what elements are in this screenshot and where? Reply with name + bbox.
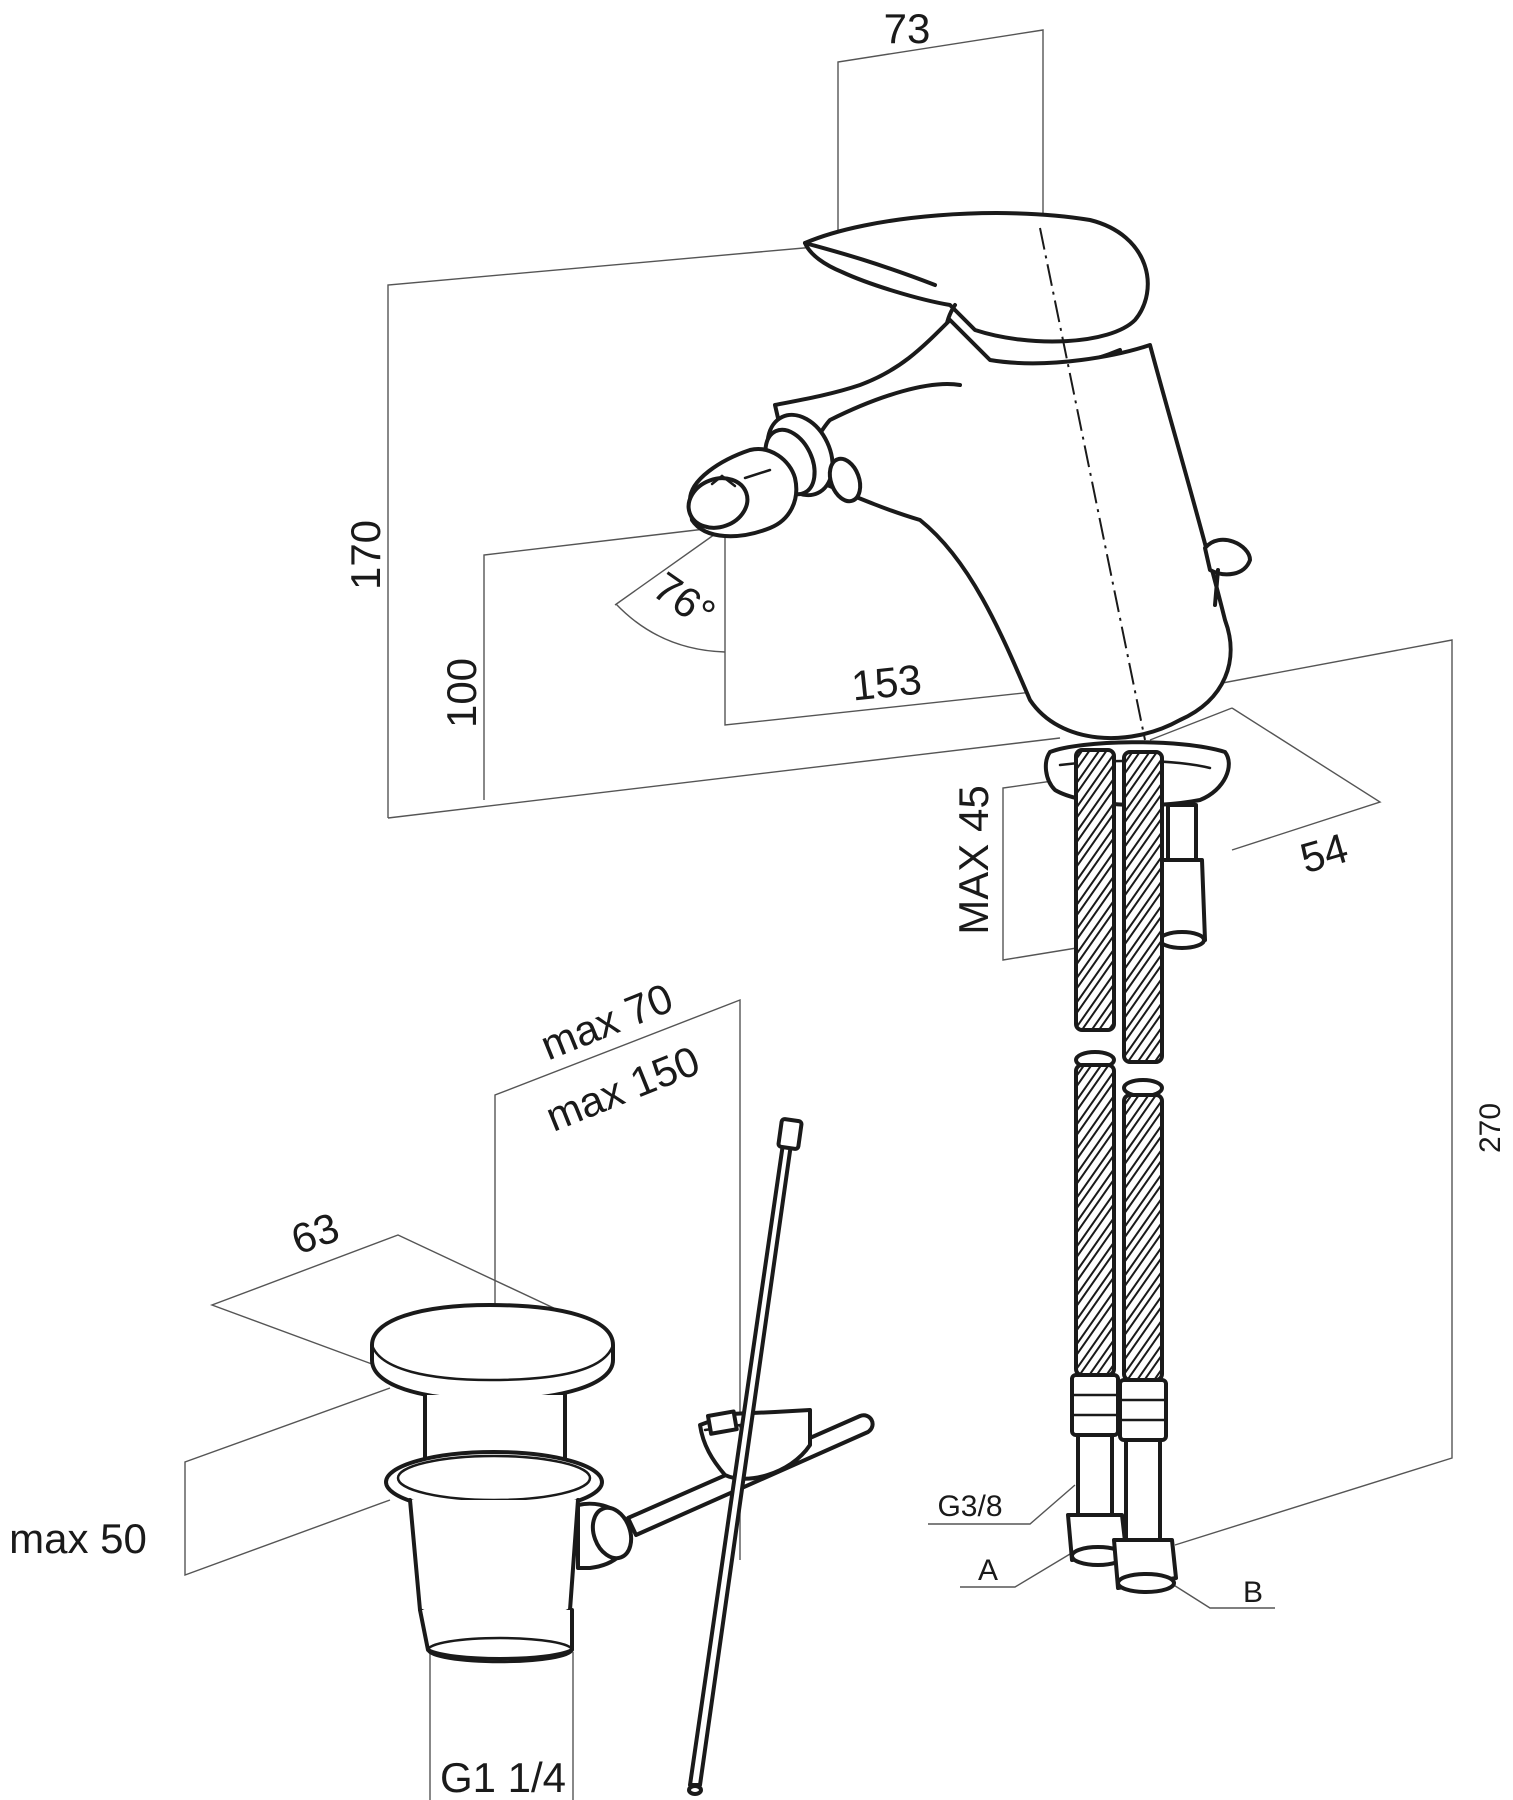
dim-270: 270 [1474,1103,1507,1153]
dim-max-45: MAX 45 [950,785,997,934]
dim-100: 100 [438,658,485,728]
mixer-body [773,318,1233,741]
fitting-a [1066,1373,1128,1567]
hose-b-lower [1122,1093,1164,1382]
label-a: A [978,1554,998,1587]
mixer-lever [803,211,1150,344]
waste-dimension-lines [184,998,741,1800]
hose-b-upper [1122,750,1164,1064]
waste-body [408,1498,580,1624]
pop-up-waste [370,1117,875,1796]
dim-g1-1-4: G1 1/4 [440,1754,566,1800]
flexible-hoses [1066,748,1178,1594]
hose-a-lower [1074,1063,1116,1377]
dim-170: 170 [342,520,389,590]
label-b: B [1243,1576,1263,1609]
dim-73: 73 [884,5,931,52]
fitting-b [1112,1378,1178,1594]
dim-153: 153 [849,656,924,710]
hose-a-upper [1074,748,1116,1032]
dim-max-50: max 50 [9,1515,147,1562]
dim-76-degrees: 76° [645,563,724,638]
pop-up-knob [1203,537,1252,577]
bidet-mixer [686,211,1252,950]
dim-54: 54 [1295,824,1353,882]
label-g3-8: G3/8 [937,1490,1002,1523]
waste-plug [370,1303,615,1402]
dimension-labels: 73 170 100 76° 153 54 MAX 45 270 G3/8 A … [9,5,1507,1800]
dim-63: 63 [285,1203,345,1263]
